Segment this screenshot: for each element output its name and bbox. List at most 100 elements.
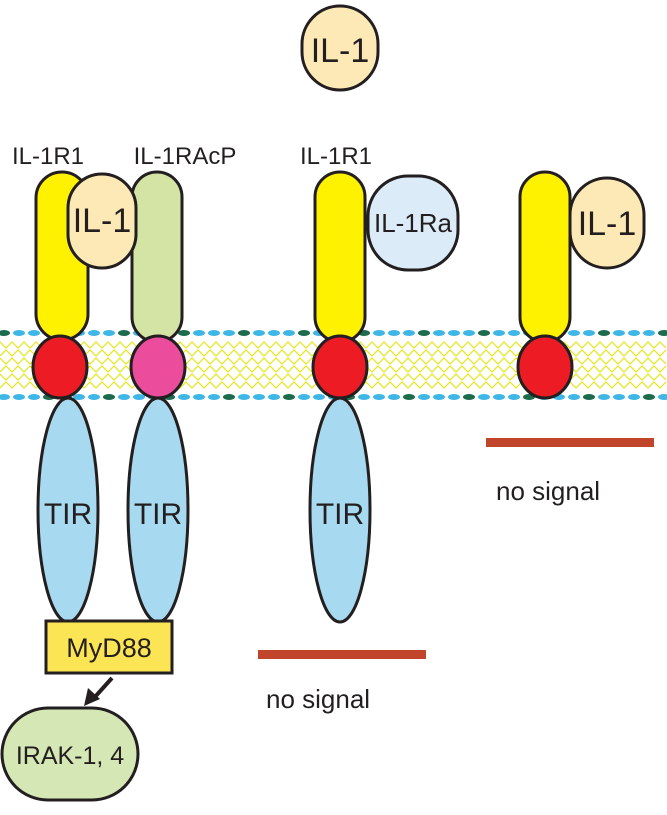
il1ra-antagonist [366, 174, 460, 272]
lipid-head [568, 330, 580, 336]
lipid-head [658, 394, 667, 400]
free-il1-shape [300, 4, 380, 92]
lipid-head [0, 394, 10, 400]
lipid-head [193, 394, 205, 400]
lipid-head [208, 394, 220, 400]
no-signal-bar-antagonist [258, 650, 426, 659]
lipid-head [448, 330, 460, 336]
il1r1-transmembrane-joint-truncated [516, 334, 574, 400]
no-signal-label-antagonist: no signal [266, 684, 370, 714]
bound-il1-ligand-truncated [568, 176, 646, 270]
il1r1-label-active: IL-1R1 [12, 143, 84, 170]
lipid-head [193, 330, 205, 336]
lipid-head [208, 330, 220, 336]
lipid-head [103, 394, 115, 400]
il1ra-label: IL-1Ra [374, 208, 453, 238]
tir-label-il1r1: TIR [44, 498, 92, 531]
lipid-head [658, 330, 667, 336]
il1racp-extracellular-domain [130, 170, 184, 344]
lipid-head [493, 394, 505, 400]
lipid-head [118, 394, 130, 400]
lipid-head [463, 394, 475, 400]
lipid-head [598, 394, 610, 400]
lipid-head [238, 330, 250, 336]
lipid-head [178, 330, 190, 336]
lipid-head [253, 394, 265, 400]
lipid-head [388, 394, 400, 400]
lipid-head [268, 330, 280, 336]
lipid-head [508, 394, 520, 400]
il1r1-transmembrane-joint [31, 334, 89, 400]
lipid-head [313, 394, 325, 400]
lipid-head [643, 330, 655, 336]
bound-il1-ligand [66, 172, 138, 270]
il1r1-transmembrane-joint-antagonist [311, 334, 369, 400]
lipid-head [598, 330, 610, 336]
lipid-head [373, 394, 385, 400]
lipid-head [223, 394, 235, 400]
lipid-head [478, 330, 490, 336]
lipid-head [13, 330, 25, 336]
lipid-head [403, 394, 415, 400]
active-receptor-complex: IL-1R1 IL-1RAcP TIR TIR IL-1 MyD88 IRAK-… [0, 143, 237, 802]
lipid-head [88, 394, 100, 400]
lipid-head [418, 394, 430, 400]
lipid-head [73, 394, 85, 400]
lipid-head [0, 330, 10, 336]
lipid-head [373, 330, 385, 336]
lipid-head [463, 330, 475, 336]
lipid-head [253, 330, 265, 336]
tir-label-antagonist: TIR [316, 498, 364, 531]
lipid-head [13, 394, 25, 400]
myd88-label: MyD88 [66, 633, 152, 663]
il1racp-transmembrane-joint [129, 334, 187, 400]
lipid-head [583, 330, 595, 336]
no-signal-bar-truncated [486, 438, 654, 447]
lipid-head [28, 394, 40, 400]
lipid-head [583, 394, 595, 400]
lipid-head [28, 330, 40, 336]
lipid-head [283, 330, 295, 336]
irak-kinase [0, 706, 140, 802]
no-signal-label-truncated: no signal [496, 476, 600, 506]
bound-il1-label-truncated: IL-1 [578, 205, 637, 243]
lipid-head [268, 394, 280, 400]
lipid-head [493, 330, 505, 336]
lipid-head [568, 394, 580, 400]
lipid-head [418, 330, 430, 336]
irak-label: IRAK-1, 4 [16, 742, 124, 770]
il1r1-label-antagonist: IL-1R1 [300, 143, 372, 170]
lipid-head [508, 330, 520, 336]
lipid-head [118, 330, 130, 336]
lipid-head [613, 330, 625, 336]
lipid-head [298, 330, 310, 336]
lipid-head [238, 394, 250, 400]
lipid-head [133, 394, 145, 400]
lipid-head [628, 394, 640, 400]
lipid-head [643, 394, 655, 400]
lipid-head [403, 330, 415, 336]
il1r1-extracellular-domain-truncated [518, 170, 572, 344]
lipid-head [448, 394, 460, 400]
lipid-head [178, 394, 190, 400]
lipid-head [478, 394, 490, 400]
antagonist-receptor-complex: IL-1R1 TIR IL-1Ra no signal [258, 143, 460, 714]
lipid-head [358, 394, 370, 400]
tir-label-il1racp: TIR [134, 498, 182, 531]
il1r1-extracellular-domain-antagonist [313, 170, 367, 344]
myd88-adaptor [44, 619, 174, 675]
free-il1-label: IL-1 [311, 32, 370, 70]
lipid-head [298, 394, 310, 400]
lipid-head [103, 330, 115, 336]
lipid-head [223, 330, 235, 336]
truncated-receptor-complex: IL-1 no signal [486, 170, 654, 506]
lipid-head [628, 330, 640, 336]
bound-il1-label: IL-1 [73, 202, 132, 240]
il1racp-label: IL-1RAcP [134, 143, 237, 170]
lipid-head [88, 330, 100, 336]
lipid-head [433, 330, 445, 336]
activation-arrow [84, 676, 114, 706]
lipid-head [433, 394, 445, 400]
